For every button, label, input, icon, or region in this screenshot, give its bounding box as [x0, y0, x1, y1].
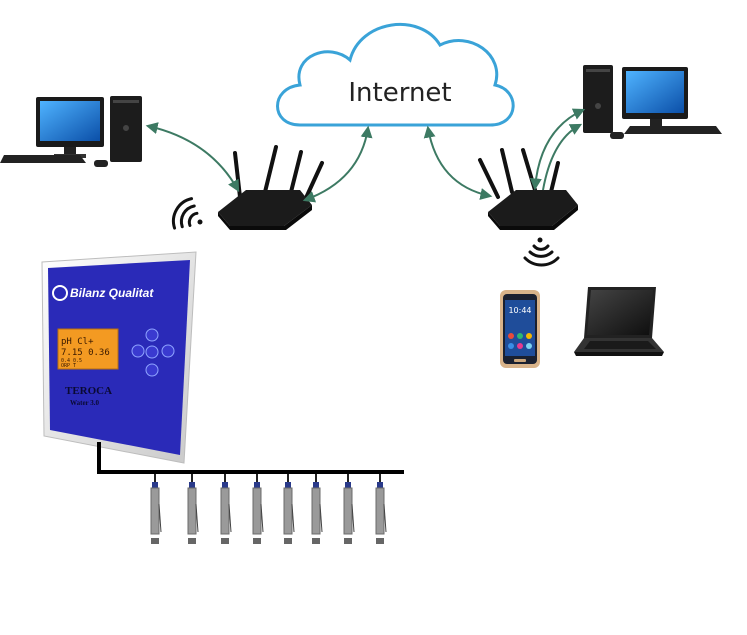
button-down[interactable] [145, 363, 159, 377]
button-right[interactable] [161, 344, 175, 358]
arrow-left-pc-router [145, 122, 240, 193]
sensor-probe-icon [283, 474, 295, 544]
sensor-probe-icon [343, 474, 355, 544]
brand-logo-icon [52, 285, 68, 301]
button-left[interactable] [131, 344, 145, 358]
brand-name: Bilanz Qualitat [70, 286, 154, 300]
lcd-line-1: pH Cl+ [61, 337, 94, 347]
smartphone-icon: 10:44 [500, 290, 540, 368]
water-controller-device: Bilanz Qualitat pH Cl+ 7.15 0.36 0.4 0.5… [41, 251, 197, 464]
cloud-label: Internet [348, 78, 451, 108]
lcd-display: pH Cl+ 7.15 0.36 0.4 0.5 ORP T [57, 328, 119, 370]
laptop-icon [574, 287, 664, 356]
phone-time: 10:44 [508, 306, 531, 315]
wifi-signal-icon [171, 197, 203, 230]
router-icon [218, 145, 324, 230]
button-center[interactable] [145, 345, 159, 359]
lcd-line-2: 7.15 0.36 [61, 348, 110, 358]
lcd-line-4: ORP T [61, 363, 76, 369]
arrow-right-router-pc [529, 108, 586, 191]
lcd-line-3: 0.4 0.5 [61, 358, 82, 364]
sensor-probe-icon [252, 474, 264, 544]
sensor-probe-icon [311, 474, 323, 544]
arrow-left-router-cloud [302, 125, 373, 203]
sensor-probe-icon [187, 474, 199, 544]
desktop-computer-icon [0, 96, 142, 167]
sensor-probe-icon [375, 474, 387, 544]
control-buttons [131, 328, 175, 377]
sensor-probes [150, 474, 387, 544]
arrow-cloud-right-router [423, 125, 493, 200]
connection-arrows [145, 108, 586, 203]
button-up[interactable] [145, 328, 159, 342]
sensor-probe-icon [220, 474, 232, 544]
internet-cloud: Internet [276, 22, 515, 127]
wifi-signal-icon [523, 237, 560, 267]
desktop-computer-icon [583, 65, 722, 139]
arrow-right-router-pc-2 [542, 123, 583, 191]
sensor-bus-cable [97, 442, 404, 474]
product-subtitle: Water 3.0 [70, 399, 100, 407]
router-icon [478, 148, 578, 230]
sensor-probe-icon [150, 474, 162, 544]
product-name: TEROCA [65, 385, 112, 397]
